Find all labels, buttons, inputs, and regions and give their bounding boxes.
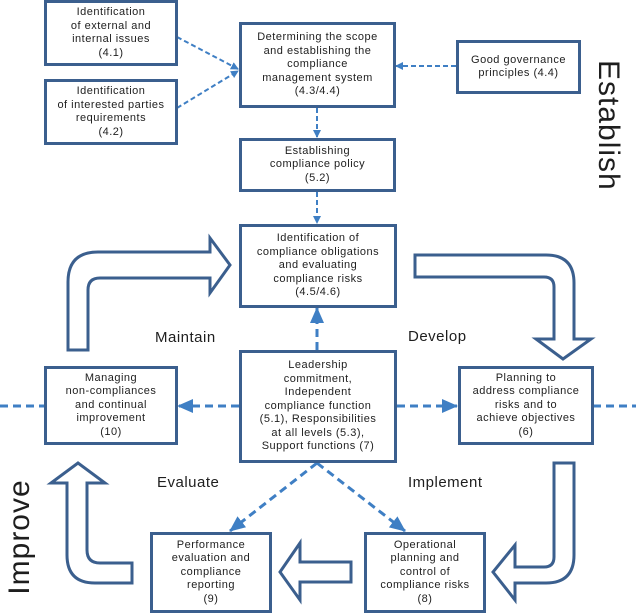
cycle-arrow-evaluate <box>278 538 353 605</box>
box-leadership: Leadership commitment, Independent compl… <box>239 350 397 463</box>
section-establish: Establish <box>592 60 625 191</box>
box-interested-parties: Identification of interested parties req… <box>44 79 178 145</box>
cycle-arrow-maintain <box>66 233 232 352</box>
box-planning: Planning to address compliance risks and… <box>458 366 594 445</box>
box-obligations: Identification of compliance obligations… <box>239 224 397 308</box>
phase-maintain: Maintain <box>155 329 216 346</box>
box-operational: Operational planning and control of comp… <box>364 532 486 613</box>
box-policy: Establishing compliance policy (5.2) <box>239 138 396 192</box>
arrow-leadership-to-operational <box>316 461 406 533</box>
box-performance: Performance evaluation and compliance re… <box>150 532 272 613</box>
cycle-arrow-improve <box>46 461 134 585</box>
phase-develop: Develop <box>408 328 467 345</box>
box-external-internal-issues: Identification of external and internal … <box>44 0 178 66</box>
phase-implement: Implement <box>408 474 483 491</box>
box-scope: Determining the scope and establishing t… <box>239 22 396 108</box>
cycle-arrow-implement <box>491 461 576 605</box>
box-governance: Good governance principles (4.4) <box>456 40 581 94</box>
arrow-leadership-to-performance <box>229 461 318 533</box>
cycle-arrow-develop <box>413 253 596 361</box>
box-nonconformities: Managing non-compliances and continual i… <box>44 366 178 445</box>
arrow-4-1-to-scope <box>176 36 239 70</box>
arrow-4-2-to-scope <box>176 70 239 109</box>
section-improve: Improve <box>3 479 36 595</box>
phase-evaluate: Evaluate <box>157 474 220 491</box>
